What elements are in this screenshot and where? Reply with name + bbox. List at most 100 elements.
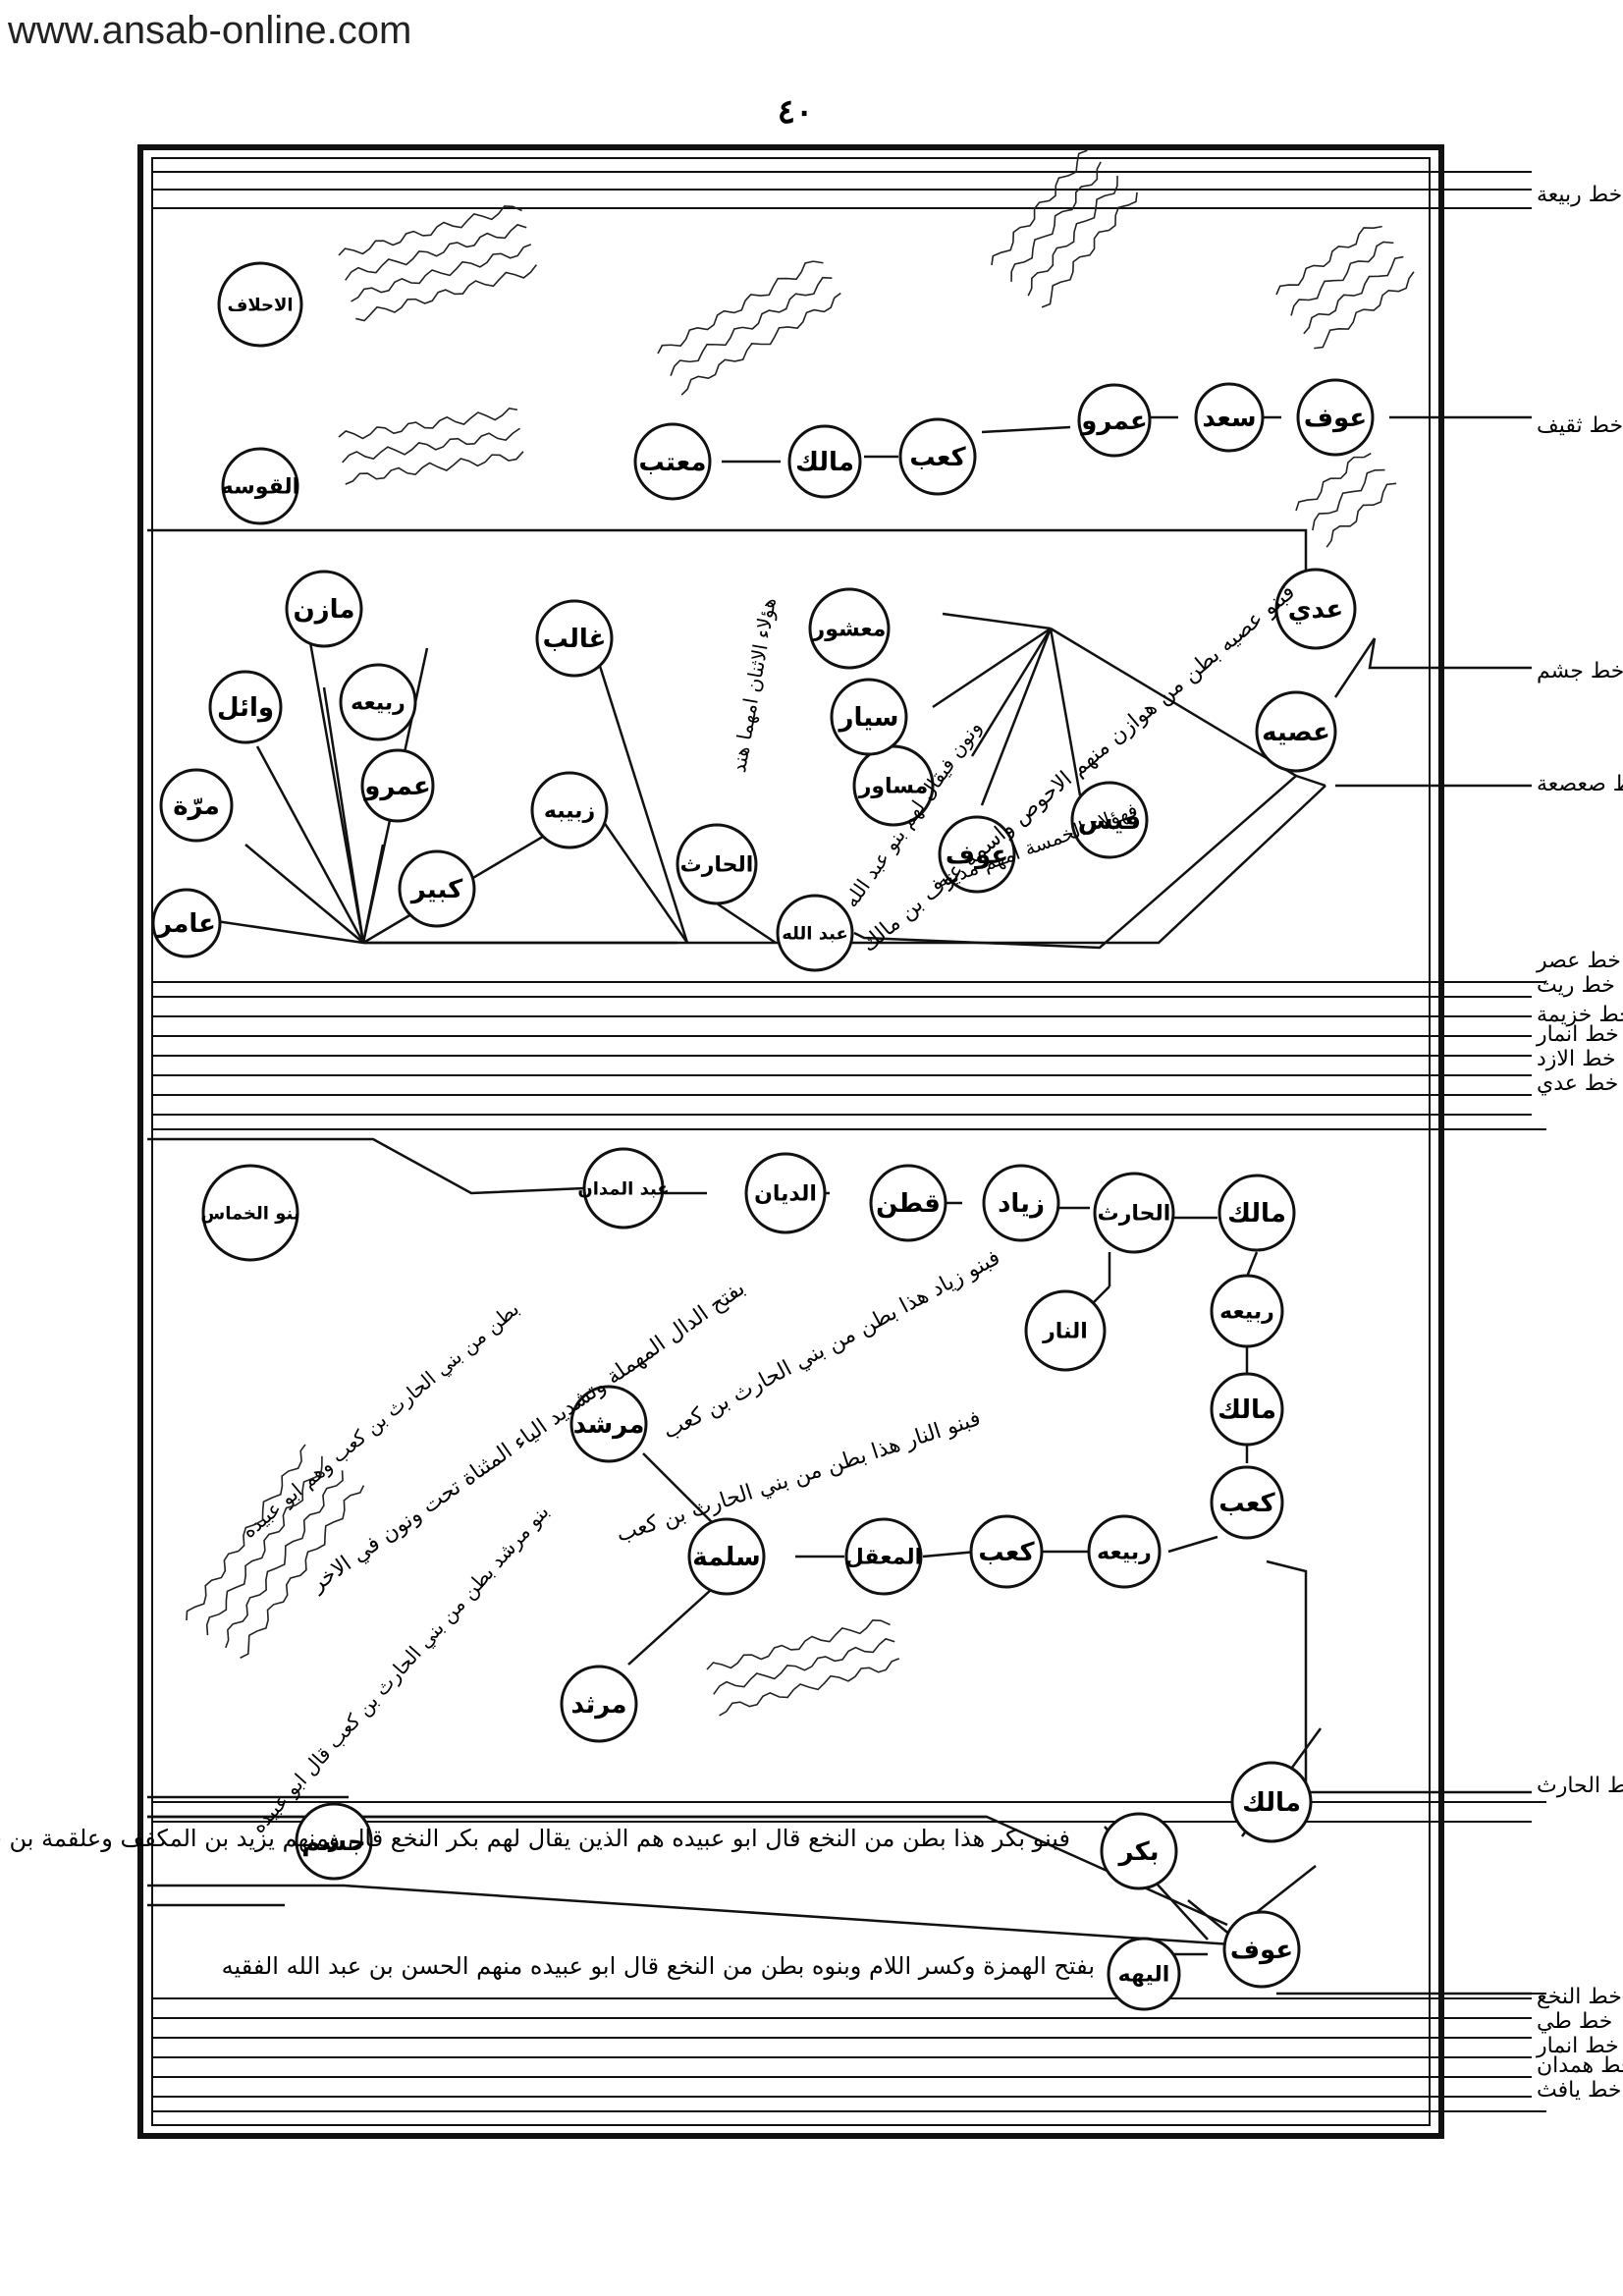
scribble [1027, 176, 1118, 297]
node-label: كعب [1218, 1489, 1275, 1518]
node-circle [201, 1164, 299, 1262]
node-dayyan: الديان [744, 1152, 827, 1234]
node-circle [1093, 1172, 1175, 1254]
node-circle [1194, 382, 1265, 453]
page-number: ٤٠ [778, 92, 814, 132]
node-usayya: عصيه [1255, 690, 1337, 773]
node-circle [560, 1665, 638, 1743]
scribble [1041, 191, 1138, 308]
note-khammas: بطن من بني الحارث بن كعب وهم ابو عبيده [237, 1296, 524, 1543]
scribble [670, 276, 833, 376]
node-circle [1255, 690, 1337, 773]
node-awf1: عوف [1296, 378, 1375, 457]
node-awf3: عوف [1222, 1910, 1301, 1989]
node-rabia2: ربيعه [1210, 1274, 1284, 1348]
side-label: خط ربيعة [1537, 183, 1622, 207]
node-circle [360, 748, 435, 823]
node-circle [687, 1517, 766, 1596]
node-label: سيار [838, 703, 899, 733]
node-circle [776, 894, 854, 972]
node-circle [1077, 383, 1152, 458]
scribble [991, 149, 1088, 266]
node-malik4: مالك [1230, 1761, 1313, 1843]
node-label: بكر [1116, 1837, 1159, 1867]
node-mashjur: معشور [808, 587, 891, 670]
side-label: خط همدان [1537, 2053, 1623, 2078]
node-label: مالك [1242, 1788, 1301, 1818]
node-abdmadan: عبد المدان [577, 1147, 670, 1230]
node-malik3: مالك [1210, 1372, 1284, 1447]
node-label: عوف [1304, 404, 1367, 433]
node-circle [1217, 1174, 1296, 1252]
node-label: النار [1042, 1320, 1088, 1344]
scribble [719, 1658, 900, 1717]
node-salama: سلمة [687, 1517, 766, 1596]
node-label: قطن [876, 1189, 941, 1219]
node-amr2: عمرو [360, 748, 435, 823]
side-label: خط خزيمة [1537, 1003, 1623, 1027]
node-label: وائل [217, 693, 274, 723]
scribble [1314, 271, 1415, 350]
node-circle [217, 261, 303, 348]
node-rabia1: ربيعه [339, 663, 417, 741]
node-label: عدي [1288, 595, 1344, 625]
node-label: سلمة [692, 1543, 760, 1572]
node-ilah: اليهه [1107, 1937, 1181, 2011]
scribble [225, 1470, 344, 1649]
node-label: عمرو [362, 772, 431, 801]
node-label: الحارث [1098, 1202, 1171, 1227]
node-circle [969, 1514, 1044, 1589]
node-label: معشور [812, 618, 887, 642]
node-marthad: مرثد [560, 1665, 638, 1743]
scribble [1275, 225, 1382, 296]
node-musawir: مساور [852, 744, 935, 827]
node-label: كعب [909, 443, 966, 472]
node-label: عوف [1230, 1936, 1293, 1965]
node-label: مالك [1227, 1199, 1286, 1229]
node-circle [221, 447, 299, 525]
node-circle [869, 1164, 947, 1242]
scribble [186, 1444, 306, 1621]
node-circle [1274, 568, 1357, 650]
side-label: خط الحارث [1537, 1774, 1623, 1798]
node-circle [676, 823, 758, 905]
node-circle [1100, 1812, 1178, 1890]
node-label: قيس [1078, 806, 1141, 836]
node-circle [295, 1802, 373, 1881]
node-circle [830, 678, 908, 756]
node-circle [633, 422, 712, 501]
node-murshid: مرشد [569, 1385, 648, 1463]
note-harith1: هؤلاء الاثنان امهما هند [727, 596, 781, 775]
side-label: خط ريث [1537, 973, 1615, 998]
node-amir: عامر [151, 888, 222, 958]
node-label: معتب [639, 448, 707, 477]
node-rabia3: ربيعه [1087, 1514, 1162, 1589]
side-label: خط النخع [1537, 1985, 1622, 2009]
node-circle [1210, 1465, 1284, 1540]
node-circle [1210, 1274, 1284, 1348]
node-label: بنو الخماس [200, 1203, 299, 1224]
node-label: مالك [795, 448, 854, 477]
node-circle [938, 815, 1016, 894]
scribble [240, 1485, 365, 1659]
node-nar: النار [1024, 1289, 1107, 1372]
node-circle [1024, 1289, 1107, 1372]
node-muaqqal: المعقل [844, 1517, 923, 1596]
node-circle [744, 1152, 827, 1234]
scribble [657, 260, 824, 355]
note-murshid: بنو مرشد بطن من بني الحارث بن كعب قال اب… [246, 1500, 555, 1838]
node-circle [398, 849, 476, 928]
node-label: عبد المدان [577, 1178, 669, 1199]
node-label: مالك [1217, 1395, 1276, 1425]
side-label: خط انمار [1536, 2034, 1619, 2058]
scribble [345, 223, 527, 281]
node-circle [982, 1164, 1060, 1242]
node-label: الاحلاف [227, 295, 293, 315]
node-qatan: قطن [869, 1164, 947, 1242]
node-circle [208, 670, 283, 744]
node-circle [582, 1147, 665, 1230]
node-kaab3: كعب [969, 1514, 1044, 1589]
page-frame [137, 144, 1444, 2139]
node-label: عمرو [1079, 407, 1148, 436]
